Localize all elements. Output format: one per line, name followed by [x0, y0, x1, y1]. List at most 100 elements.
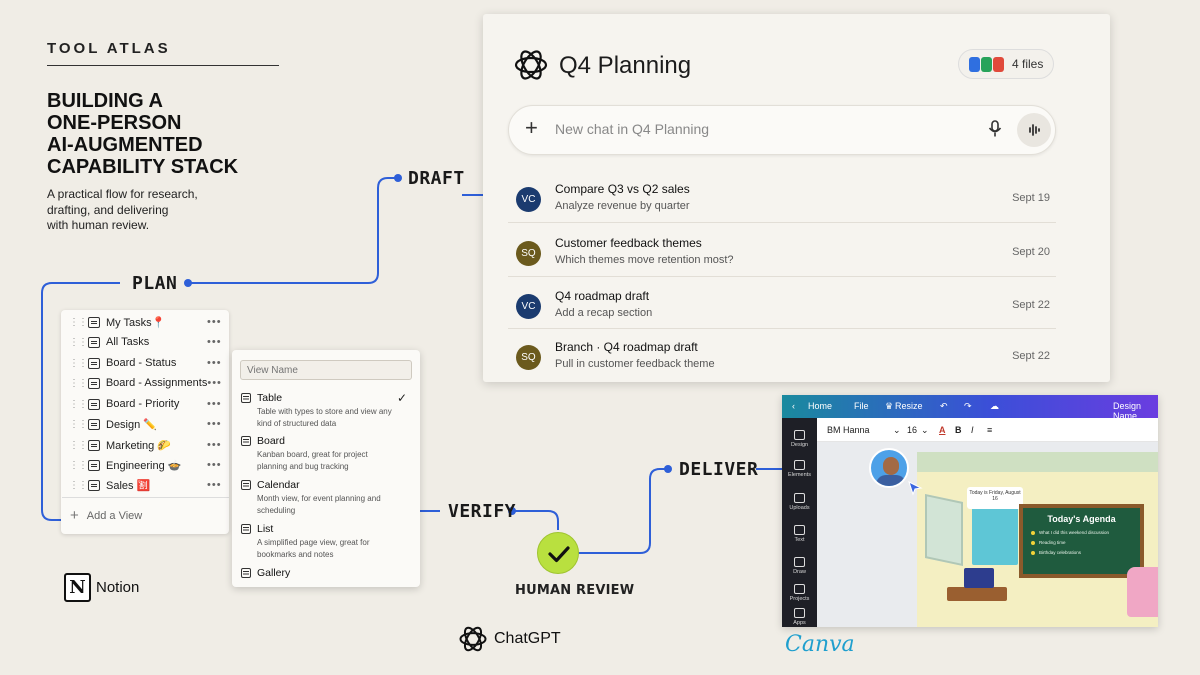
align-left-icon[interactable]: ≡	[987, 425, 993, 435]
chat-row[interactable]: SQ Customer feedback themes Which themes…	[508, 230, 1056, 282]
font-select[interactable]: BM Hanna	[827, 425, 870, 435]
sidebar-item-board-priority[interactable]: ⋮⋮ Board - Priority •••	[61, 394, 229, 414]
more-icon[interactable]: •••	[207, 418, 222, 430]
files-button[interactable]: 4 files	[958, 49, 1054, 79]
add-view-button[interactable]: +Add a View	[70, 507, 142, 524]
chat-row[interactable]: SQ Branch · Q4 roadmap draft Pull in cus…	[508, 334, 1056, 386]
sidebar-item-marketing[interactable]: ⋮⋮Marketing 🌮•••	[61, 435, 229, 455]
view-option-desc: kind of structured data	[257, 418, 337, 428]
view-name-input[interactable]	[240, 360, 412, 380]
agenda-item: What I did this weekend discussion	[1031, 530, 1109, 535]
table-icon	[241, 393, 251, 403]
sidebar-item-label: Board - Priority	[106, 398, 180, 410]
row-divider	[508, 276, 1056, 277]
menu-resize[interactable]: Resize	[895, 401, 923, 411]
sidebar-item-my-tasks[interactable]: ⋮⋮My Tasks📍•••	[61, 312, 229, 332]
more-icon[interactable]: •••	[207, 479, 222, 491]
scene-chalkboard: Today's Agenda What I did this weekend d…	[1019, 504, 1144, 578]
back-chevron-icon[interactable]: ‹	[792, 401, 795, 411]
chat-date: Sept 22	[1012, 299, 1050, 311]
view-option-desc: A simplified page view, great for	[257, 538, 370, 547]
sidebar-item-board-assignments[interactable]: ⋮⋮ Board - Assignments•••	[61, 373, 229, 393]
view-option-title: List	[257, 523, 274, 535]
view-option-gallery[interactable]: Gallery	[241, 567, 413, 579]
side-uploads[interactable]: Uploads	[782, 493, 817, 511]
more-icon[interactable]: •••	[207, 439, 222, 451]
side-label: Uploads	[789, 505, 810, 511]
cloud-sync-icon: ☁	[990, 401, 999, 411]
canva-canvas[interactable]: Today is Friday, August 16 Today's Agend…	[817, 442, 1158, 627]
new-chat-input[interactable]	[508, 105, 1056, 155]
board-icon	[88, 439, 100, 451]
board-icon	[88, 418, 100, 430]
bold-button[interactable]: B	[955, 425, 962, 435]
row-divider	[508, 328, 1056, 329]
chat-row[interactable]: VC Compare Q3 vs Q2 sales Analyze revenu…	[508, 176, 1056, 228]
chat-subtitle: Pull in customer feedback theme	[555, 358, 715, 370]
chevron-down-icon[interactable]: ⌄	[893, 425, 901, 435]
view-option-table[interactable]: Table Table with types to store and view…	[241, 392, 413, 429]
view-option-desc: bookmarks and notes	[257, 549, 334, 559]
sidebar-item-design[interactable]: ⋮⋮Design ✏️•••	[61, 414, 229, 434]
side-elements[interactable]: Elements	[782, 460, 817, 478]
sidebar-item-board-status[interactable]: ⋮⋮ Board - Status •••	[61, 353, 229, 373]
openai-logo-icon	[459, 626, 487, 652]
plus-icon: +	[70, 507, 79, 524]
sidebar-item-sales[interactable]: ⋮⋮Sales 🈹•••	[61, 475, 229, 495]
drag-handle-icon[interactable]: ⋮⋮	[69, 459, 88, 471]
drag-handle-icon[interactable]: ⋮⋮	[69, 316, 88, 328]
canva-text-toolbar: BM Hanna ⌄ 16 ⌄ A B I ≡	[817, 418, 1158, 442]
more-icon[interactable]: •••	[207, 336, 222, 348]
more-icon[interactable]: •••	[207, 398, 222, 410]
chat-row[interactable]: VC Q4 roadmap draft Add a recap section …	[508, 283, 1056, 335]
drag-handle-icon[interactable]: ⋮⋮	[69, 418, 88, 430]
step-draft: DRAFT	[408, 168, 465, 189]
step-plan: PLAN	[132, 273, 178, 294]
drag-handle-icon[interactable]: ⋮⋮	[69, 479, 88, 491]
more-icon[interactable]: •••	[207, 459, 222, 471]
subline-line: drafting, and delivering	[47, 202, 169, 217]
view-option-title: Calendar	[257, 479, 300, 491]
drag-handle-icon[interactable]: ⋮⋮	[69, 377, 88, 389]
side-projects[interactable]: Projects	[782, 584, 817, 602]
view-option-title: Table	[257, 392, 283, 404]
side-label: Apps	[793, 620, 806, 626]
drag-handle-icon[interactable]: ⋮⋮	[69, 439, 88, 451]
redo-icon[interactable]: ↷	[964, 401, 972, 411]
view-option-calendar[interactable]: Calendar Month view, for event planning …	[241, 479, 413, 516]
avatar: VC	[516, 187, 541, 212]
checkmark-icon: ✓	[397, 391, 408, 405]
drag-handle-icon[interactable]: ⋮⋮	[69, 398, 88, 410]
italic-button[interactable]: I	[971, 425, 974, 435]
side-design[interactable]: Design	[782, 430, 817, 448]
voice-mode-button[interactable]	[1017, 113, 1051, 147]
undo-icon[interactable]: ↶	[940, 401, 948, 411]
more-icon[interactable]: •••	[207, 316, 222, 328]
drag-handle-icon[interactable]: ⋮⋮	[69, 336, 88, 348]
side-apps[interactable]: Apps	[782, 608, 817, 626]
chat-date: Sept 22	[1012, 350, 1050, 362]
view-option-list[interactable]: List A simplified page view, great for bo…	[241, 523, 413, 560]
more-icon[interactable]: •••	[207, 357, 222, 369]
sidebar-item-all-tasks[interactable]: ⋮⋮All Tasks•••	[61, 332, 229, 352]
side-text[interactable]: Text	[782, 525, 817, 543]
side-draw[interactable]: Draw	[782, 557, 817, 575]
plus-icon[interactable]: +	[525, 115, 538, 140]
drag-handle-icon[interactable]: ⋮⋮	[69, 357, 88, 369]
text-color-icon[interactable]: A	[939, 425, 946, 435]
font-size-select[interactable]: 16	[907, 425, 918, 435]
chevron-down-icon[interactable]: ⌄	[921, 425, 929, 435]
sidebar-item-label: Board - Status	[106, 357, 177, 369]
sidebar-item-label: Board - Assignments	[105, 377, 208, 389]
files-count: 4 files	[1012, 57, 1044, 71]
avatar: SQ	[516, 241, 541, 266]
menu-file[interactable]: File	[854, 401, 869, 411]
menu-home[interactable]: Home	[808, 401, 833, 411]
microphone-icon[interactable]	[988, 120, 1002, 138]
design-name[interactable]: Design Name	[1113, 401, 1142, 421]
more-icon[interactable]: •••	[207, 377, 222, 389]
canva-side-toolbar: Design Elements Uploads Text Draw Projec…	[782, 418, 817, 627]
chat-subtitle: Analyze revenue by quarter	[555, 200, 690, 212]
sidebar-item-engineering[interactable]: ⋮⋮Engineering 🍲•••	[61, 455, 229, 475]
